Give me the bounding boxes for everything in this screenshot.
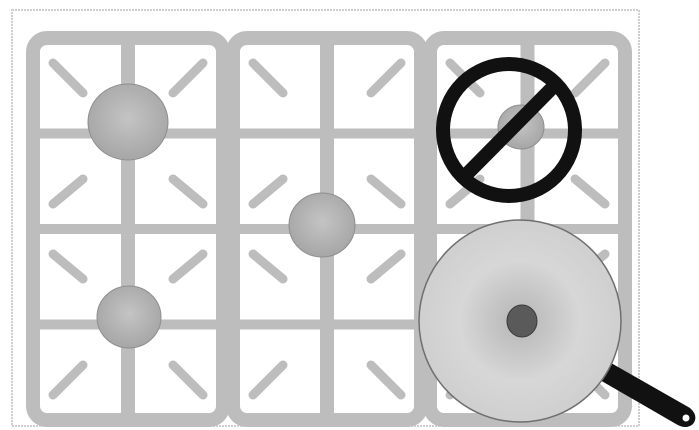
burner-left-front (88, 84, 168, 160)
burner-left-rear (97, 286, 161, 348)
burner-middle (289, 193, 355, 257)
pan-center-burner (507, 305, 537, 337)
frying-pan-icon (419, 220, 695, 427)
